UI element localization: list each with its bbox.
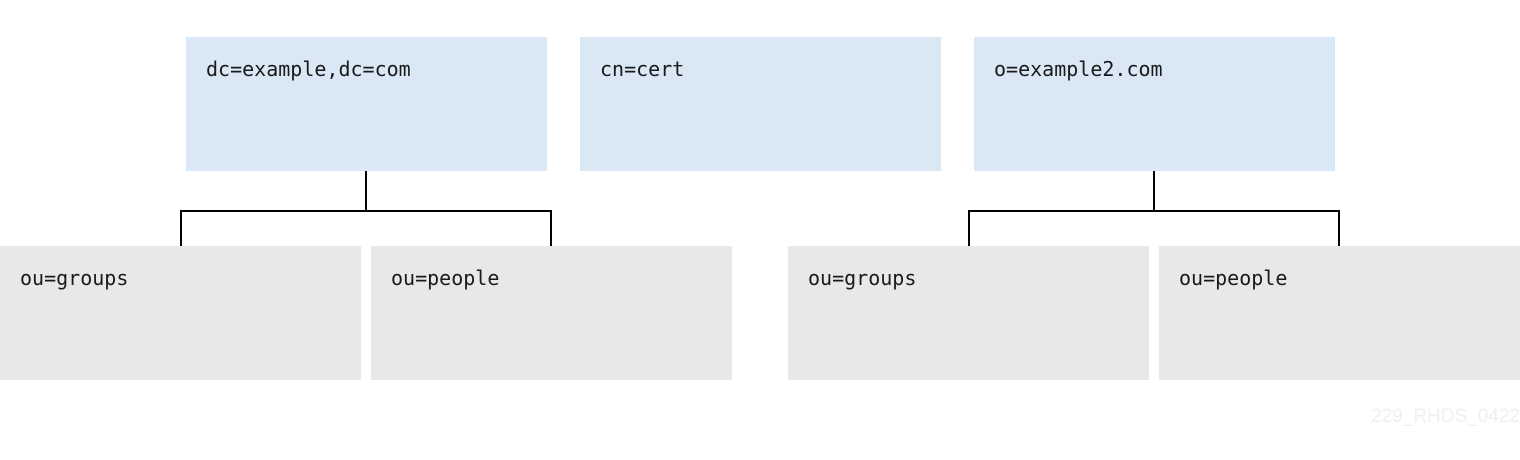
child-node-label: ou=people bbox=[1179, 266, 1288, 290]
root-node-o-example2: o=example2.com bbox=[974, 37, 1335, 171]
child-node-groups: ou=groups bbox=[0, 246, 361, 380]
root-node-dc-example: dc=example,dc=com bbox=[186, 37, 547, 171]
root-node-label: cn=cert bbox=[600, 57, 685, 81]
child-node-people: ou=people bbox=[1159, 246, 1520, 380]
child-node-groups: ou=groups bbox=[788, 246, 1149, 380]
root-node-label: dc=example,dc=com bbox=[206, 57, 411, 81]
child-node-label: ou=groups bbox=[808, 266, 917, 290]
child-node-label: ou=people bbox=[391, 266, 500, 290]
child-node-label: ou=groups bbox=[20, 266, 129, 290]
root-node-cn-cert: cn=cert bbox=[580, 37, 941, 171]
root-node-label: o=example2.com bbox=[994, 57, 1163, 81]
watermark-id: 229_RHDS_0422 bbox=[1371, 406, 1520, 427]
connector-o-example2 bbox=[968, 171, 1340, 246]
connector-dc-example bbox=[180, 171, 552, 246]
child-node-people: ou=people bbox=[371, 246, 732, 380]
